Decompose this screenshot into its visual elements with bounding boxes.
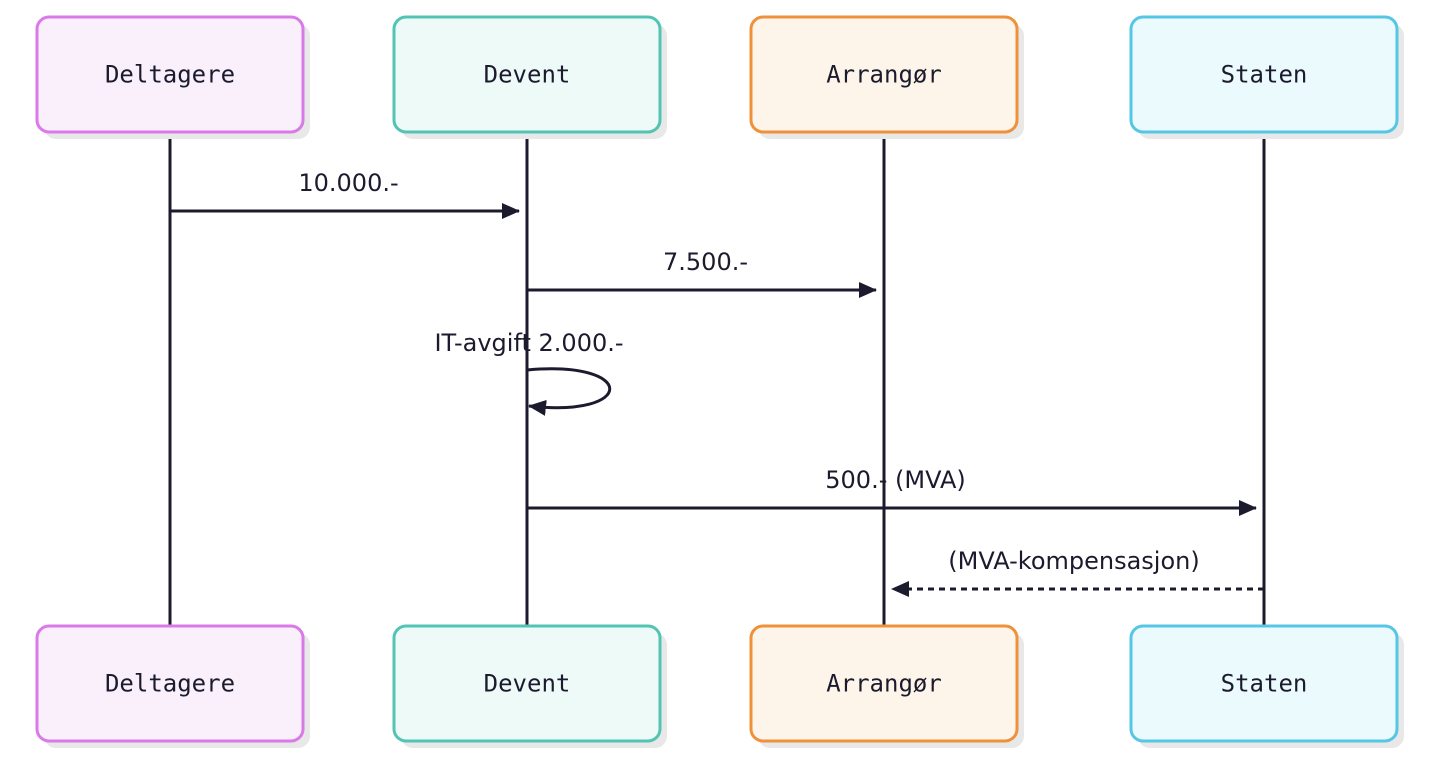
message-3[interactable]: IT-avgift 2.000.- — [434, 329, 624, 416]
message-2[interactable]: 7.500.- — [527, 248, 877, 298]
actor-box — [749, 15, 1019, 134]
actor-box — [1129, 624, 1399, 743]
message-4[interactable]: 500.- (MVA) — [527, 466, 1257, 516]
actor-deltagere-top[interactable]: Deltagere — [35, 15, 310, 139]
actor-deltagere-bottom[interactable]: Deltagere — [35, 624, 310, 748]
actor-box — [35, 15, 305, 134]
actor-box — [1129, 15, 1399, 134]
actor-staten-bottom[interactable]: Staten — [1129, 624, 1404, 748]
actor-label: Staten — [1221, 61, 1308, 89]
message-label: 10.000.- — [298, 169, 398, 197]
actor-label: Devent — [484, 61, 571, 89]
actor-label: Arrangør — [826, 61, 942, 89]
actor-box — [392, 624, 662, 743]
message-1[interactable]: 10.000.- — [170, 169, 520, 219]
actor-label: Deltagere — [105, 61, 235, 89]
message-label: (MVA-kompensasjon) — [948, 547, 1199, 575]
message-label: 500.- (MVA) — [825, 466, 965, 494]
message-label: 7.500.- — [663, 248, 748, 276]
actor-label: Devent — [484, 670, 571, 698]
actor-devent-bottom[interactable]: Devent — [392, 624, 667, 748]
actor-box — [392, 15, 662, 134]
actor-label: Staten — [1221, 670, 1308, 698]
actor-devent-top[interactable]: Devent — [392, 15, 667, 139]
actor-staten-top[interactable]: Staten — [1129, 15, 1404, 139]
actor-box — [749, 624, 1019, 743]
actor-box — [35, 624, 305, 743]
actor-label: Arrangør — [826, 670, 942, 698]
message-5[interactable]: (MVA-kompensasjon) — [891, 547, 1264, 597]
actor-arrangor-bottom[interactable]: Arrangør — [749, 624, 1024, 748]
actor-label: Deltagere — [105, 670, 235, 698]
self-message-arrow — [526, 367, 612, 416]
actor-arrangor-top[interactable]: Arrangør — [749, 15, 1024, 139]
message-label: IT-avgift 2.000.- — [434, 329, 623, 357]
